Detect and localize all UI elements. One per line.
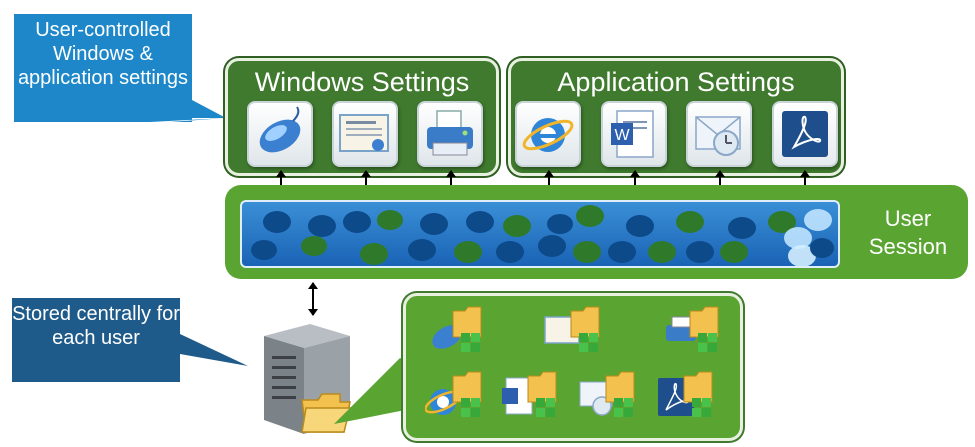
server-link-arrow bbox=[308, 282, 318, 316]
user-session-label: User Session bbox=[868, 206, 948, 259]
session-bubbles bbox=[251, 205, 834, 266]
bottom-callout-text: Stored centrally for each user bbox=[12, 303, 180, 349]
top-callout-text: User-controlled Windows & application se… bbox=[17, 19, 189, 89]
certificate-folder-icon bbox=[543, 303, 607, 361]
internet-explorer-folder-icon bbox=[424, 368, 489, 426]
printer-folder-icon bbox=[662, 303, 726, 361]
certificate-icon bbox=[332, 101, 398, 167]
session-bubble-track bbox=[240, 200, 840, 268]
outlook-folder-icon bbox=[578, 368, 642, 426]
word-folder-icon bbox=[500, 368, 564, 426]
windows-settings-title: Windows Settings bbox=[254, 67, 470, 97]
word-icon: W bbox=[601, 101, 667, 167]
svg-text:W: W bbox=[614, 127, 630, 144]
mouse-folder-icon bbox=[425, 303, 489, 361]
bottom-callout-shape bbox=[12, 298, 248, 382]
internet-explorer-icon bbox=[515, 101, 581, 167]
acrobat-icon bbox=[772, 101, 838, 167]
application-settings-title: Application Settings bbox=[557, 67, 795, 97]
printer-icon bbox=[417, 101, 483, 167]
top-callout-shape bbox=[14, 14, 226, 122]
acrobat-folder-icon bbox=[656, 368, 720, 426]
mouse-icon bbox=[247, 101, 313, 167]
outlook-icon bbox=[686, 101, 752, 167]
